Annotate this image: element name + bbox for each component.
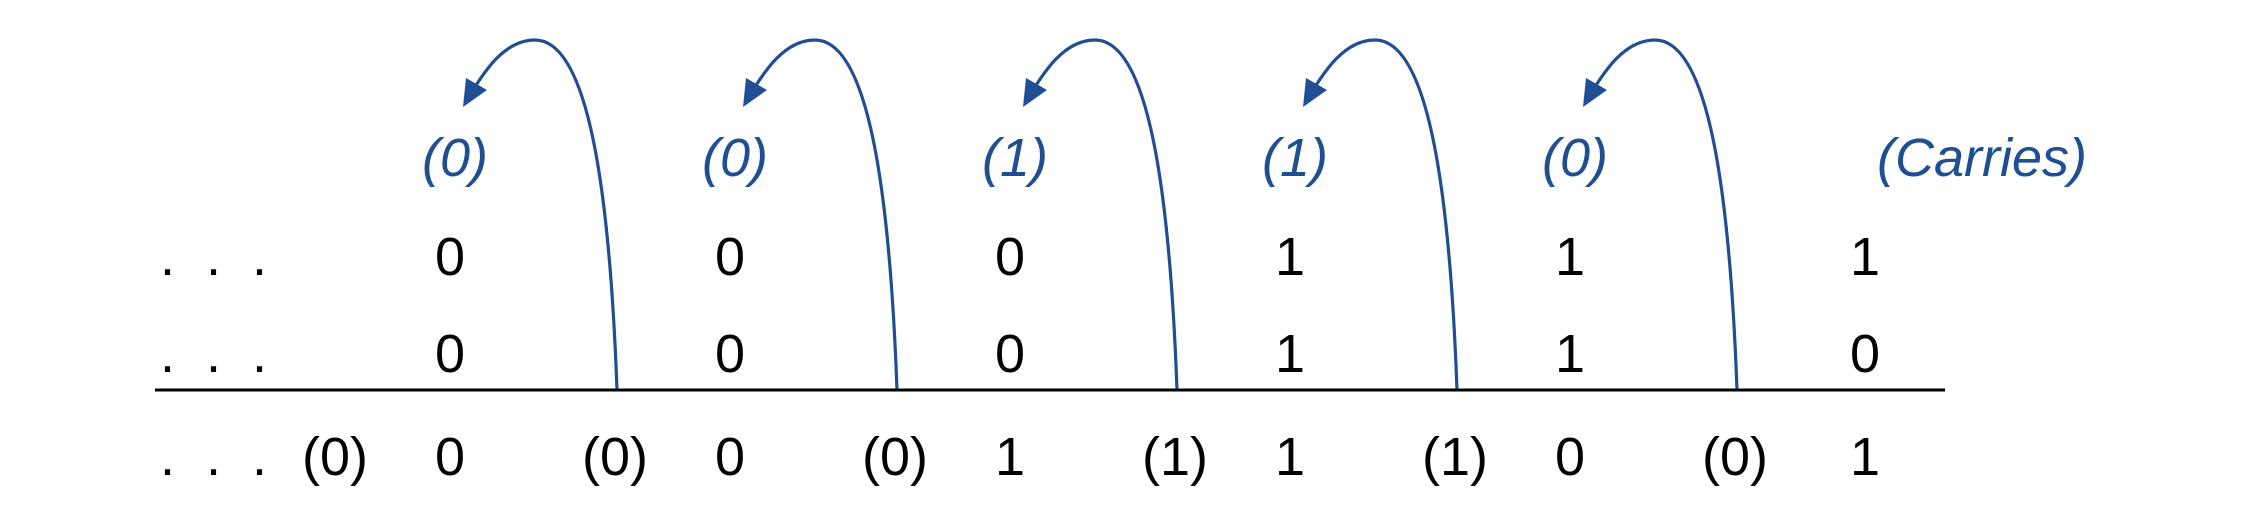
result-digit-5: 0 <box>1555 427 1585 487</box>
carry-arrows <box>463 38 1739 391</box>
operand-b-digit-1: 0 <box>435 324 465 384</box>
ellipsis-result: . . . <box>160 427 275 487</box>
carry-arrow-1 <box>468 38 619 391</box>
result-carry-5: (1) <box>1422 427 1488 487</box>
result-digit-3: 1 <box>995 427 1025 487</box>
carry-1: (0) <box>422 128 488 188</box>
operand-a-digit-6: 1 <box>1850 227 1880 287</box>
result-row: . . . (0) 0 (0) 0 (0) 1 (1) 1 (1) 0 (0) … <box>160 427 1880 487</box>
carry-arrow-5 <box>1588 38 1739 391</box>
carries-row: (0) (0) (1) (1) (0) (Carries) <box>422 128 2087 188</box>
result-carry-2: (0) <box>582 427 648 487</box>
carry-arrow-4 <box>1308 38 1459 391</box>
operand-b-digit-5: 1 <box>1555 324 1585 384</box>
operand-b-digit-2: 0 <box>715 324 745 384</box>
carry-arrowhead-2 <box>743 78 767 107</box>
ellipsis-a: . . . <box>160 227 275 287</box>
carry-4: (1) <box>1262 128 1328 188</box>
operand-b-digit-6: 0 <box>1850 324 1880 384</box>
result-digit-1: 0 <box>435 427 465 487</box>
operand-a-digit-5: 1 <box>1555 227 1585 287</box>
result-digit-2: 0 <box>715 427 745 487</box>
carry-5: (0) <box>1542 128 1608 188</box>
carry-arrowhead-4 <box>1303 78 1327 107</box>
operand-b-digit-4: 1 <box>1275 324 1305 384</box>
result-carry-1: (0) <box>302 427 368 487</box>
carry-2: (0) <box>702 128 768 188</box>
result-carry-6: (0) <box>1702 427 1768 487</box>
carries-label: (Carries) <box>1877 128 2087 188</box>
carry-arrowhead-5 <box>1583 78 1607 107</box>
operand-a-digit-3: 0 <box>995 227 1025 287</box>
operand-a-digit-1: 0 <box>435 227 465 287</box>
result-digit-4: 1 <box>1275 427 1305 487</box>
operand-b-digit-3: 0 <box>995 324 1025 384</box>
ellipsis-b: . . . <box>160 324 275 384</box>
result-carry-4: (1) <box>1142 427 1208 487</box>
carry-arrowhead-1 <box>463 78 487 107</box>
operand-a-digit-4: 1 <box>1275 227 1305 287</box>
result-digit-6: 1 <box>1850 427 1880 487</box>
carry-arrow-2 <box>748 38 899 391</box>
carry-arrow-3 <box>1028 38 1179 391</box>
operand-a-digit-2: 0 <box>715 227 745 287</box>
carry-3: (1) <box>982 128 1048 188</box>
carry-arrowhead-3 <box>1023 78 1047 107</box>
operand-b-row: . . . 0 0 0 1 1 0 <box>160 324 1880 384</box>
result-carry-3: (0) <box>862 427 928 487</box>
operand-a-row: . . . 0 0 0 1 1 1 <box>160 227 1880 287</box>
